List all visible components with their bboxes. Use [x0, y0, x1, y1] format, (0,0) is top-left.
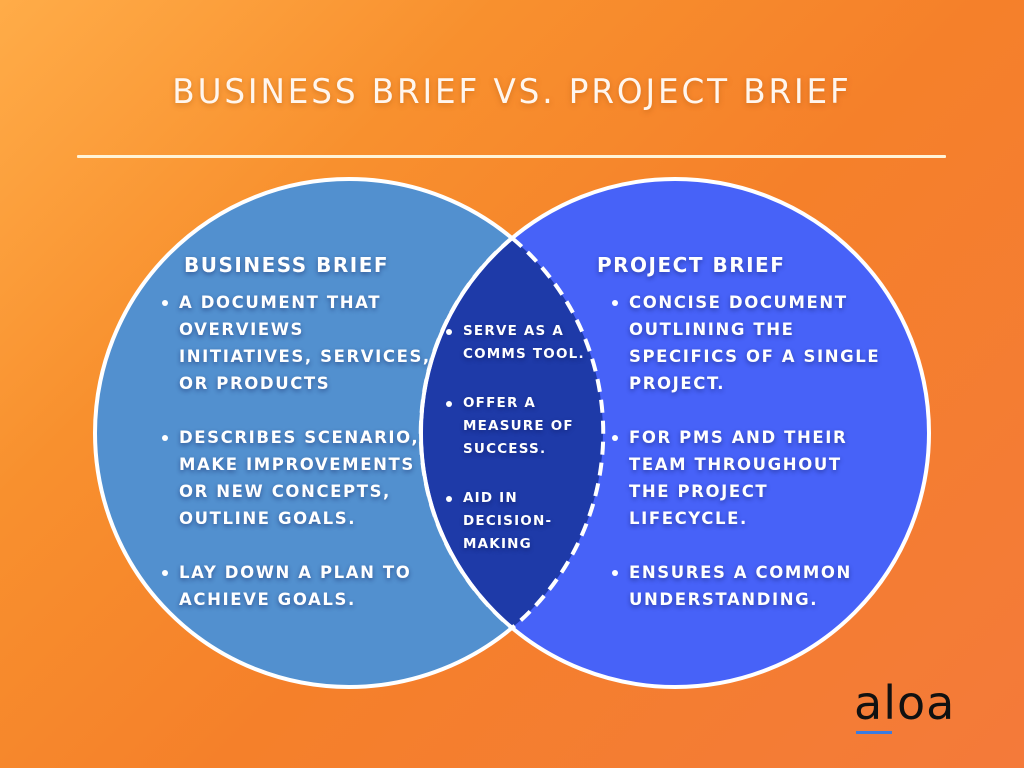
business-brief-heading: BUSINESS BRIEF: [184, 253, 390, 277]
overlap-list: SERVE AS A COMMS TOOL. OFFER A MEASURE O…: [443, 320, 603, 582]
list-item: LAY DOWN A PLAN TO ACHIEVE GOALS.: [159, 559, 439, 613]
logo-underline: [856, 731, 892, 734]
bullet-icon: [446, 496, 452, 502]
list-item: ENSURES A COMMON UNDERSTANDING.: [609, 559, 899, 613]
bullet-icon: [612, 435, 618, 441]
bullet-icon: [446, 401, 452, 407]
list-item: SERVE AS A COMMS TOOL.: [443, 320, 603, 366]
bullet-icon: [162, 570, 168, 576]
bullet-icon: [446, 329, 452, 335]
title-divider: [77, 155, 946, 158]
overlap-dashed-outline-left: [418, 236, 514, 630]
project-brief-heading: PROJECT BRIEF: [597, 253, 786, 277]
page-title: BUSINESS BRIEF VS. PROJECT BRIEF: [172, 72, 852, 112]
list-item: CONCISE DOCUMENT OUTLINING THE SPECIFICS…: [609, 289, 899, 397]
aloa-logo: aloa: [854, 676, 956, 730]
business-brief-list: A DOCUMENT THAT OVERVIEWS INITIATIVES, S…: [159, 289, 439, 640]
list-item: FOR PMS AND THEIR TEAM THROUGHOUT THE PR…: [609, 424, 899, 532]
list-item: AID IN DECISION- MAKING: [443, 487, 603, 556]
overlap-region: [423, 181, 603, 685]
overlap-dashed-outline-right: [510, 236, 606, 630]
list-item: OFFER A MEASURE OF SUCCESS.: [443, 392, 603, 461]
bullet-icon: [162, 435, 168, 441]
bullet-icon: [612, 570, 618, 576]
bullet-icon: [162, 300, 168, 306]
list-item: A DOCUMENT THAT OVERVIEWS INITIATIVES, S…: [159, 289, 439, 397]
bullet-icon: [612, 300, 618, 306]
project-brief-list: CONCISE DOCUMENT OUTLINING THE SPECIFICS…: [609, 289, 899, 640]
list-item: DESCRIBES SCENARIO, MAKE IMPROVEMENTS OR…: [159, 424, 439, 532]
